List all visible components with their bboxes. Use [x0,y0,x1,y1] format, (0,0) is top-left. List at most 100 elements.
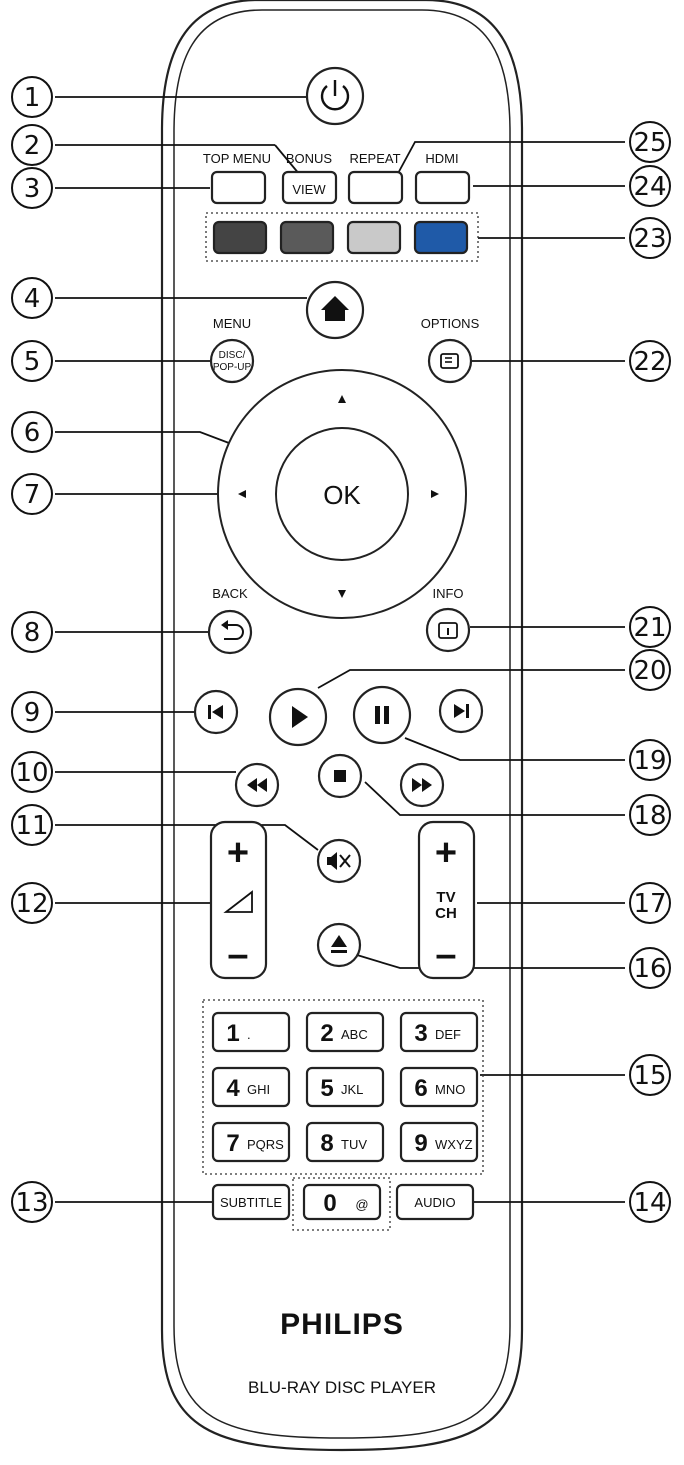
callout-3: 3 [11,167,53,209]
callout-number-label: 6 [24,418,41,448]
callout-number-label: 14 [633,1188,666,1218]
ok-button[interactable] [275,427,409,561]
digit-main: 3 [414,1020,427,1047]
digit-letters: PQRS [247,1137,284,1152]
pause-button[interactable] [352,685,412,745]
callout-7: 7 [11,473,53,515]
digit-letters: TUV [341,1137,367,1152]
callout-1: 1 [11,76,53,118]
color-key-3[interactable] [346,220,402,255]
callout-number-label: 9 [24,698,41,728]
eject-icon [331,935,347,953]
stop-icon [334,770,346,782]
back-icon [221,620,244,640]
digit-main: 2 [320,1020,333,1047]
callout-number-label: 12 [15,889,48,919]
repeat-label: REPEAT [349,151,400,166]
audio-button[interactable] [395,1183,475,1221]
volume-rocker[interactable] [209,820,268,980]
callout-number-label: 19 [633,746,666,776]
mute-button[interactable] [316,838,362,884]
play-button[interactable] [268,687,328,747]
callout-10: 10 [11,751,53,793]
nav-down-icon[interactable] [338,590,346,598]
volume-plus-label: + [227,832,249,874]
disc-popup-button[interactable]: DISC/ POP-UP [209,338,255,384]
bonus-view-button[interactable] [281,170,338,205]
color-key-1[interactable] [212,220,268,255]
subtitle-button[interactable] [211,1183,291,1221]
previous-button[interactable] [193,689,239,735]
callout-number-label: 23 [633,224,666,254]
tv-label: TV [436,889,455,906]
callout-number-label: 4 [24,284,41,314]
color-key-2[interactable] [279,220,335,255]
channel-rocker[interactable] [417,820,476,980]
callout-15: 15 [629,1054,671,1096]
callout-6: 6 [11,411,53,453]
digit-letters: GHI [247,1082,270,1097]
back-button[interactable] [207,609,253,655]
repeat-button[interactable] [347,170,404,205]
next-button[interactable] [438,688,484,734]
digit-4-button[interactable]: 4 GHI [211,1066,291,1108]
fast-forward-icon [412,778,432,792]
back-label: BACK [212,586,248,601]
nav-left-icon[interactable] [238,490,246,498]
callout-11: 11 [11,804,53,846]
remote-body-inner [173,9,511,1439]
digit-main: 8 [320,1130,333,1157]
callout-4: 4 [11,277,53,319]
top-menu-button[interactable] [210,170,267,205]
color-key-4[interactable] [413,220,469,255]
callout-lines [55,96,319,1203]
callout-number-label: 13 [15,1188,48,1218]
callout-22: 22 [629,340,671,382]
options-button[interactable] [427,338,473,384]
nav-up-icon[interactable] [338,395,346,403]
digit-main: 1 [226,1020,239,1047]
digit-1-button[interactable]: 1. [211,1011,291,1053]
digit-8-button[interactable]: 8 TUV [305,1121,385,1163]
rewind-icon [247,778,267,792]
stop-button[interactable] [317,753,363,799]
callout-number-label: 7 [24,480,41,510]
callout-21: 21 [629,606,671,648]
skip-next-icon [454,704,469,718]
power-button[interactable] [305,66,365,126]
digit-letters: DEF [435,1027,461,1042]
nav-right-icon[interactable] [431,490,439,498]
callout-23: 23 [629,217,671,259]
hdmi-label: HDMI [425,151,458,166]
callout-number-label: 2 [24,131,41,161]
callout-16: 16 [629,947,671,989]
callout-14: 14 [629,1181,671,1223]
digit-0-button[interactable] [302,1183,382,1221]
numeric-keypad-group [202,999,484,1175]
info-button[interactable] [425,607,471,653]
digit-3-button[interactable]: 3 DEF [399,1011,479,1053]
digit-0-sub: @ [355,1197,368,1212]
product-name: BLU-RAY DISC PLAYER [248,1378,436,1397]
home-button[interactable] [305,280,365,340]
callout-number-label: 1 [24,83,41,113]
callout-number-label: 20 [633,656,666,686]
digit-main: 4 [226,1075,240,1102]
popup-label: POP-UP [213,362,252,373]
rewind-button[interactable] [234,762,280,808]
callout-number-label: 21 [633,613,666,643]
fast-forward-button[interactable] [399,762,445,808]
callout-number-label: 15 [633,1061,666,1091]
volume-minus-label: – [227,934,248,976]
callout-number-label: 25 [633,128,666,158]
hdmi-button[interactable] [414,170,471,205]
eject-button[interactable] [316,922,362,968]
callout-12: 12 [11,882,53,924]
callout-24: 24 [629,165,671,207]
